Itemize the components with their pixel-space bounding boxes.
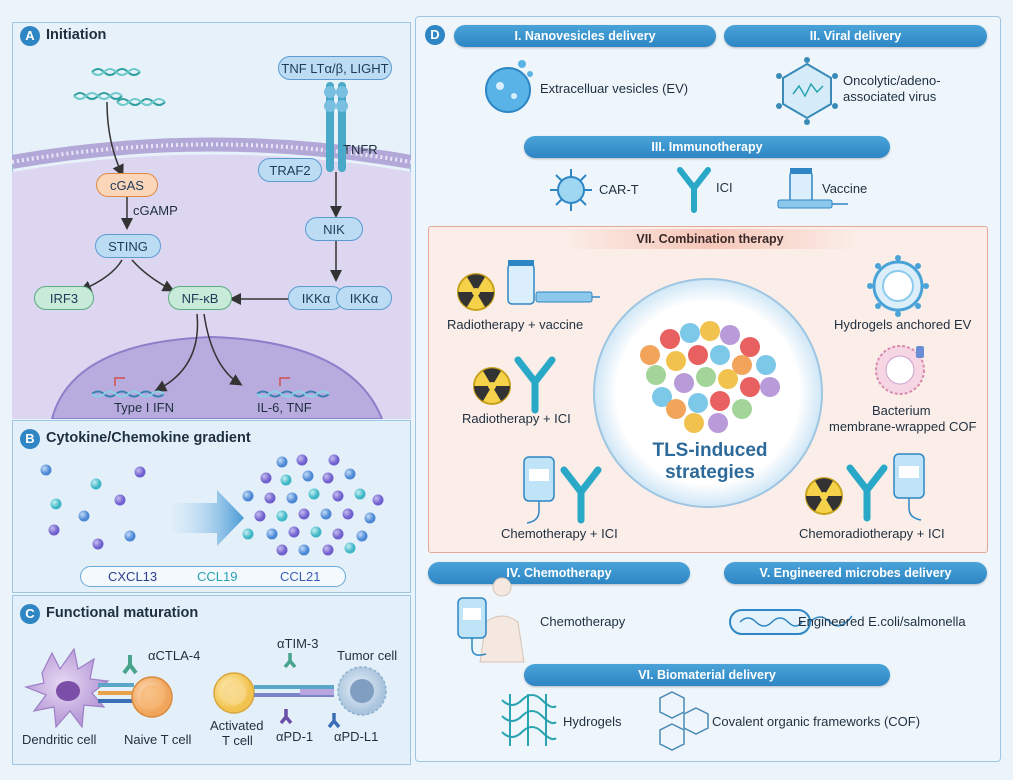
panel-c-title: Functional maturation [46, 605, 199, 621]
combination-header [560, 229, 860, 249]
panel-a-badge: A [20, 26, 40, 46]
hydrogel-ev-label: Hydrogels anchored EV [834, 317, 972, 332]
iv-bag-icon-2 [893, 453, 925, 521]
sting-node: STING [95, 234, 161, 258]
cart-label: CAR-T [599, 182, 639, 197]
activated-label-line2: T cell [222, 733, 253, 748]
ecoli-label: Engineered E.coli/salmonella [798, 614, 966, 629]
ici-antibody-icon-3 [560, 466, 602, 524]
cof-label: Covalent organic frameworks (COF) [712, 714, 921, 729]
chemotherapy-label: Chemotherapy [540, 614, 626, 629]
tumor-cell-label: Tumor cell [337, 648, 398, 663]
bar-immunotherapy: III. Immunotherapy [524, 136, 890, 158]
nik-node: NIK [305, 217, 363, 241]
ici-antibody-icon-4 [846, 464, 888, 522]
hydrogel-ev-icon [867, 255, 929, 317]
center-title-line1: TLS-induced [652, 440, 768, 461]
bar-engineered-microbes: V. Engineered microbes delivery [724, 562, 987, 584]
chemo-ici-label: Chemotherapy + ICI [501, 526, 618, 541]
ici-antibody-icon [677, 167, 711, 213]
nfkb-node: NF-κB [168, 286, 232, 310]
bacterium-label-line2: membrane-wrapped COF [829, 419, 977, 434]
vaccine-icon [777, 168, 848, 209]
tnf-ligand-label: TNF LTα/β, LIGHT [278, 56, 392, 80]
center-title-line2: strategies [665, 462, 755, 483]
chemokine-gradient-art [40, 454, 384, 556]
panel-c-badge: C [20, 604, 40, 624]
il6-tnf-label: IL-6, TNF [257, 400, 312, 415]
actla4-label: αCTLA-4 [148, 648, 201, 663]
radiation-icon-1 [457, 273, 495, 311]
tls-center-art [593, 278, 823, 508]
ev-label: Extracelluar vesicles (EV) [540, 81, 689, 96]
atim3-label: αTIM-3 [277, 636, 319, 651]
hydrogels-label: Hydrogels [563, 714, 622, 729]
hydrogels-icon [501, 694, 557, 746]
cgas-node: cGAS [96, 173, 158, 197]
radiation-icon-2 [473, 367, 511, 405]
chemort-ici-label: Chemoradiotherapy + ICI [799, 526, 945, 541]
radiation-icon-3 [805, 477, 843, 515]
bar-chemotherapy: IV. Chemotherapy [428, 562, 690, 584]
virus-label-line2: associated virus [843, 89, 937, 104]
type1-ifn-label: Type I IFN [114, 400, 174, 415]
chemotherapy-icon [457, 577, 525, 663]
bar-biomaterial: VI. Biomaterial delivery [524, 664, 890, 686]
apdl1-label: αPD-L1 [334, 729, 379, 744]
panel-b-title: Cytokine/Chemokine gradient [46, 430, 251, 446]
bacterium-icon [729, 609, 853, 635]
virus-icon [776, 57, 838, 125]
traf2-node: TRAF2 [258, 158, 322, 182]
ici-label: ICI [716, 180, 733, 195]
bar-nanovesicles: I. Nanovesicles delivery [454, 25, 716, 47]
rt-vaccine-label: Radiotherapy + vaccine [447, 317, 584, 332]
ici-antibody-icon-2 [514, 356, 556, 414]
panel-d-badge: D [425, 25, 445, 45]
cxcl13-label: CXCL13 [108, 569, 158, 584]
cof-icon [659, 691, 709, 751]
ccl21-label: CCL21 [280, 569, 321, 584]
rt-ici-label: Radiotherapy + ICI [462, 411, 571, 426]
cgamp-label: cGAMP [133, 203, 178, 218]
apd1-label: αPD-1 [276, 729, 314, 744]
panel-a-title: Initiation [46, 27, 107, 43]
irf3-node: IRF3 [34, 286, 94, 310]
dendritic-cell-label: Dendritic cell [22, 732, 97, 747]
virus-label-line1: Oncolytic/adeno- [843, 73, 941, 88]
ccl19-label: CCL19 [197, 569, 238, 584]
cart-icon [550, 169, 592, 211]
panel-b-badge: B [20, 429, 40, 449]
vaccine-label: Vaccine [822, 181, 868, 196]
iv-bag-icon-1 [523, 456, 555, 524]
ev-icon [485, 60, 533, 113]
cell-interaction-art [23, 647, 387, 729]
panel-b [12, 420, 411, 593]
ikka-node-2: IKKα [336, 286, 392, 310]
vaccine-vial-icon [507, 260, 600, 305]
bacterium-cof-icon [875, 345, 925, 395]
tnfr-label: TNFR [343, 142, 378, 157]
combination-title: VII. Combination therapy [636, 232, 784, 246]
chemokine-legend-box [80, 566, 346, 587]
activated-label-line1: Activated [210, 718, 264, 733]
naive-t-cell-label: Naive T cell [124, 732, 192, 747]
bacterium-label-line1: Bacterium [872, 403, 931, 418]
bar-viral: II. Viral delivery [724, 25, 987, 47]
